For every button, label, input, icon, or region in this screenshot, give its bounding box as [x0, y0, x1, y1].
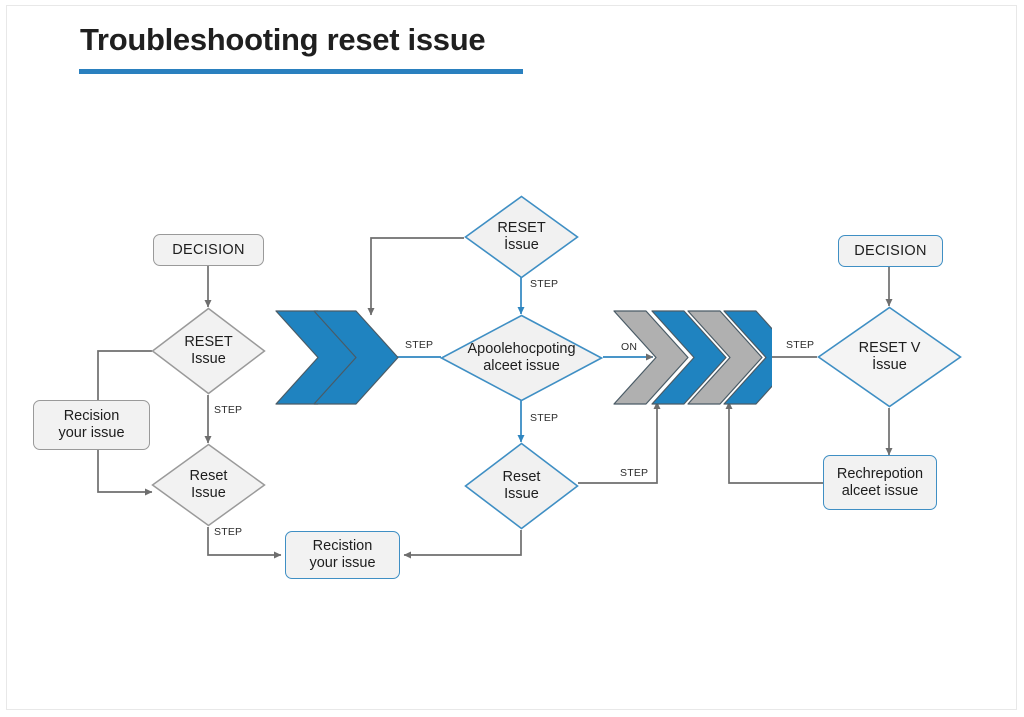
node-right-rechrepotion[interactable]: Rechrepotion alceet issue — [823, 455, 937, 510]
edge-reset2-to-recistion — [207, 527, 282, 559]
chevron-blue-1 — [651, 310, 727, 405]
label-line2: your issue — [58, 425, 125, 441]
node-left-recision-label: Recision your issue — [58, 408, 124, 442]
label-line2: alceet issue — [841, 482, 919, 499]
page-title: Troubleshooting reset issue — [80, 22, 486, 57]
edge-label-step-center-in: STEP — [405, 339, 434, 351]
edge-centerreset-to-recistion — [403, 530, 522, 559]
label-line2: your issue — [309, 555, 376, 571]
title-underline — [79, 69, 523, 74]
node-center-reset-issue-2[interactable]: Reset Issue — [464, 442, 579, 530]
node-left-decision[interactable]: DECISION — [153, 234, 264, 266]
edge-centerreset-to-chevrons — [578, 401, 661, 484]
edge-label-step-left-1: STEP — [214, 404, 243, 416]
chevron-blue-2 — [313, 310, 399, 405]
chevron-group-left[interactable] — [274, 309, 400, 406]
edge-centertop-to-chevrons — [367, 237, 464, 316]
node-left-reset-issue-2[interactable]: Reset Issue — [151, 443, 266, 527]
node-left-reset-issue[interactable]: RESET Issue — [151, 307, 266, 395]
edge-label-step-left-2: STEP — [214, 526, 243, 538]
edge-rechrepotion-to-chevrons — [725, 401, 823, 484]
edge-label-step-right-out: STEP — [786, 339, 815, 351]
node-center-apoolehocpoting[interactable]: Apoolehocpoting alceet issue — [440, 314, 603, 402]
label-line1: Recistion — [312, 538, 373, 555]
edge-label-step-center-top: STEP — [530, 278, 559, 290]
node-center-recistion[interactable]: Recistion your issue — [285, 531, 400, 579]
chevron-gray-1 — [613, 310, 689, 405]
node-right-reset-v[interactable]: RESET V İssue — [817, 306, 962, 408]
chevron-group-right[interactable] — [612, 309, 799, 406]
node-right-decision-label: DECISION — [854, 242, 927, 259]
node-center-reset-issue[interactable]: RESET İssue — [464, 195, 579, 279]
edge-label-on: ON — [621, 341, 638, 353]
node-right-rechrepotion-label: Rechrepotion alceet issue — [837, 466, 923, 500]
label-line1: Rechrepotion — [836, 465, 924, 482]
edge-label-step-center-right: STEP — [620, 467, 649, 479]
node-right-decision[interactable]: DECISION — [838, 235, 943, 267]
node-center-recistion-label: Recistion your issue — [309, 538, 375, 572]
edge-label-step-center-down: STEP — [530, 412, 559, 424]
edge-reset-to-recision — [97, 350, 152, 400]
chevron-gray-2 — [687, 310, 763, 405]
label-line1: Recision — [63, 408, 120, 425]
edge-recision-to-reset2 — [97, 450, 153, 496]
node-left-recision[interactable]: Recision your issue — [33, 400, 150, 450]
node-left-decision-label: DECISION — [172, 241, 245, 258]
